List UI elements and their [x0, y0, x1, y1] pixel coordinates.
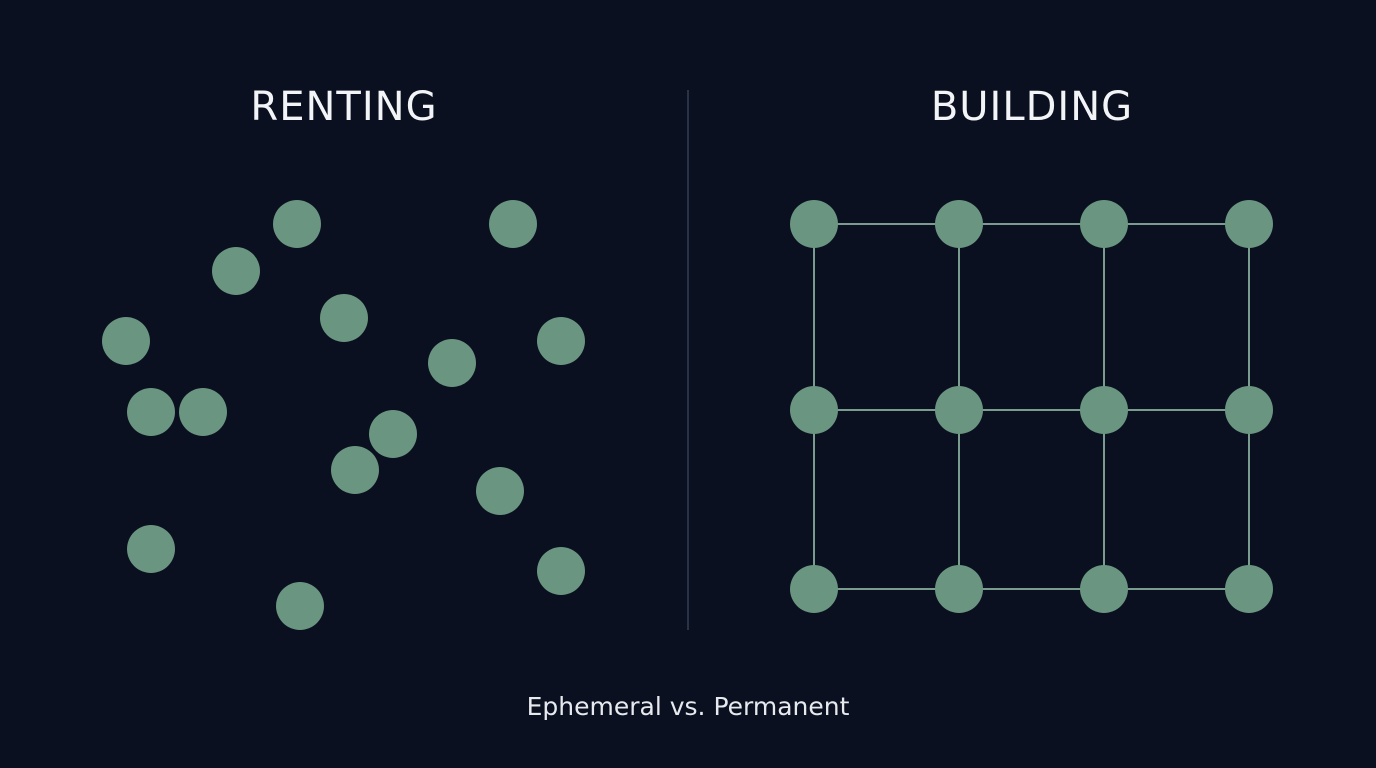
grid-node: [790, 200, 838, 248]
grid-node: [1080, 565, 1128, 613]
grid-node: [1225, 386, 1273, 434]
center-divider: [687, 90, 689, 630]
scattered-node: [127, 525, 175, 573]
scattered-node: [276, 582, 324, 630]
renting-title: RENTING: [250, 84, 438, 130]
grid-node: [935, 565, 983, 613]
grid-node: [790, 386, 838, 434]
scattered-node: [369, 410, 417, 458]
grid-node: [935, 200, 983, 248]
scattered-node: [102, 317, 150, 365]
scattered-node: [179, 388, 227, 436]
grid-node: [935, 386, 983, 434]
scattered-node: [537, 317, 585, 365]
scattered-node: [320, 294, 368, 342]
scattered-node: [273, 200, 321, 248]
scattered-node: [331, 446, 379, 494]
grid-node: [1080, 386, 1128, 434]
building-grid-nodes: [790, 200, 1273, 613]
scattered-node: [212, 247, 260, 295]
scattered-node: [428, 339, 476, 387]
building-grid-edges: [813, 223, 1250, 590]
scattered-node: [127, 388, 175, 436]
scattered-node: [537, 547, 585, 595]
grid-node: [1225, 565, 1273, 613]
grid-node: [1080, 200, 1128, 248]
scattered-node: [489, 200, 537, 248]
caption: Ephemeral vs. Permanent: [526, 692, 850, 721]
scattered-node: [476, 467, 524, 515]
renting-scattered-nodes: [102, 200, 585, 630]
building-title: BUILDING: [930, 84, 1134, 130]
grid-node: [790, 565, 838, 613]
grid-node: [1225, 200, 1273, 248]
